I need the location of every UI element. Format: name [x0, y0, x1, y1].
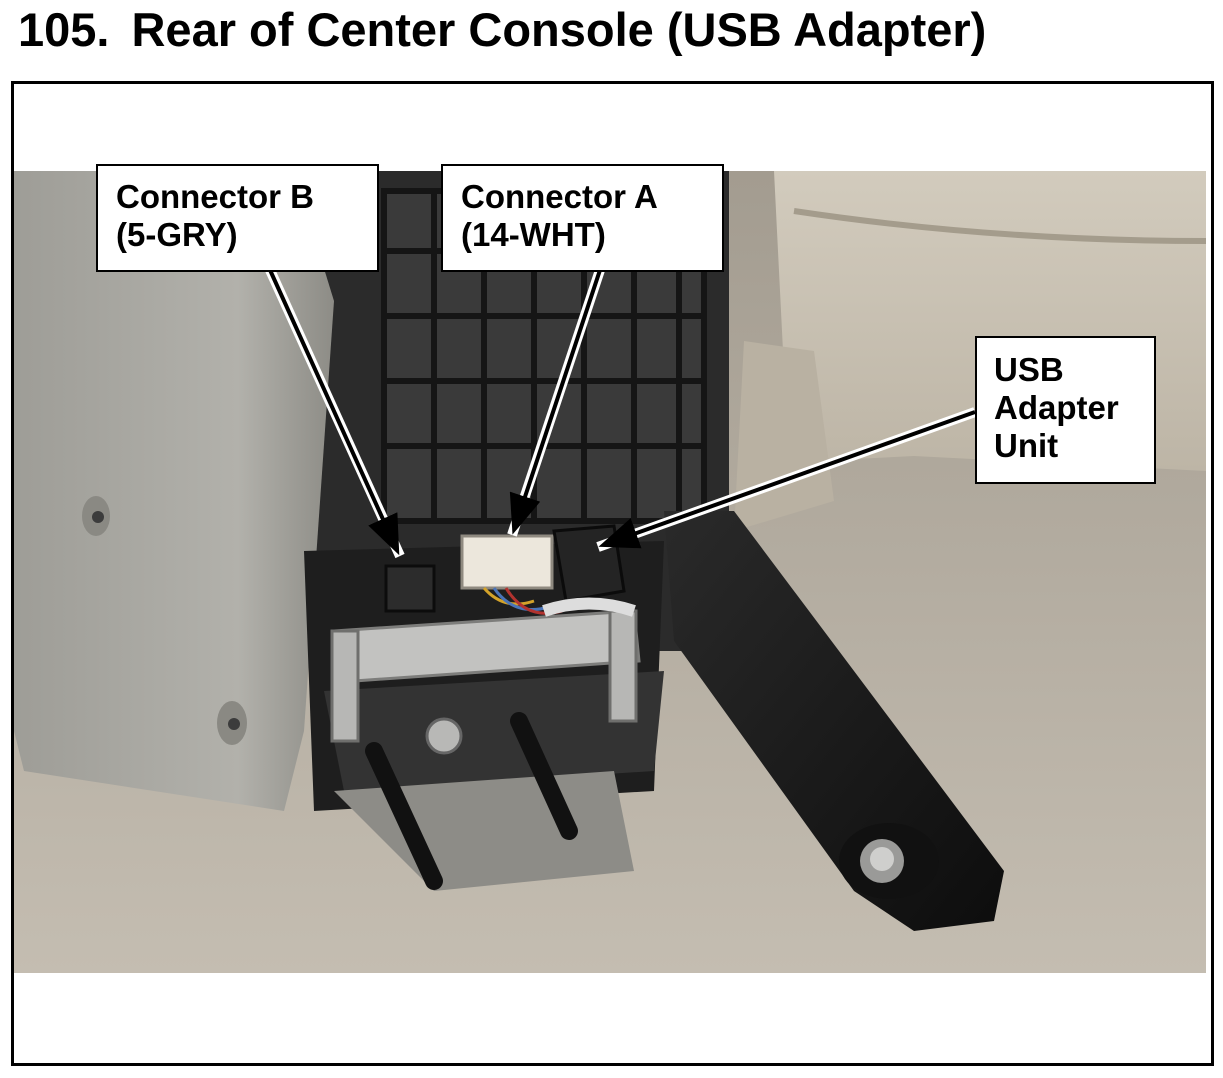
bracket-leg-right	[608, 609, 638, 723]
callout-connector-b: Connector B (5-GRY)	[96, 164, 379, 272]
callout-usb-line3: Unit	[994, 427, 1059, 464]
callout-connector-a: Connector A (14-WHT)	[441, 164, 724, 272]
rail-bolt-head	[870, 847, 894, 871]
callout-connector-a-spec: (14-WHT)	[461, 216, 606, 253]
callout-usb-line2: Adapter	[994, 389, 1119, 426]
callout-usb-line1: USB	[994, 351, 1064, 388]
callout-connector-a-name: Connector A	[461, 178, 658, 215]
usb-harness-tape	[542, 597, 636, 617]
callout-connector-b-spec: (5-GRY)	[116, 216, 238, 253]
connector-b	[384, 564, 436, 613]
panel-screw-lower-head	[228, 718, 240, 730]
usb-adapter-unit	[552, 524, 626, 603]
cable-left	[365, 742, 443, 890]
console-side-panel	[14, 171, 334, 811]
callout-connector-b-name: Connector B	[116, 178, 314, 215]
seat-rail	[664, 511, 1004, 931]
page-title: 105. Rear of Center Console (USB Adapter)	[18, 2, 986, 58]
panel-screw-upper-head	[92, 511, 104, 523]
tunnel-nut	[425, 717, 463, 755]
cable-right	[510, 712, 578, 840]
console-photo	[14, 171, 1206, 973]
connector-a	[460, 534, 554, 590]
figure-title: Rear of Center Console (USB Adapter)	[131, 3, 987, 56]
callout-usb-adapter: USB Adapter Unit	[975, 336, 1156, 484]
console-base	[324, 671, 664, 791]
seat-seam	[793, 208, 1206, 244]
bracket-leg-left	[330, 629, 360, 743]
figure-number: 105.	[18, 3, 110, 56]
